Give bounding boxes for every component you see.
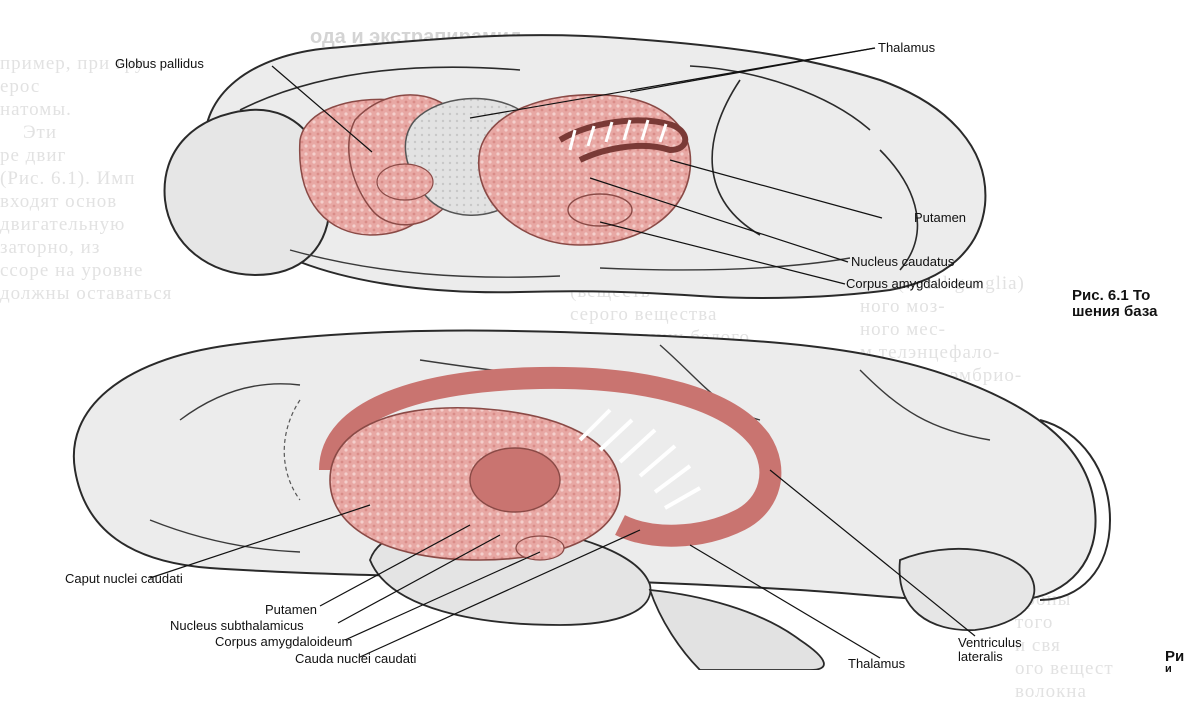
label-putamen-top: Putamen: [914, 211, 966, 225]
bottom-globus-pallidus: [470, 448, 560, 512]
label-thalamus-bottom: Thalamus: [848, 657, 905, 671]
bottom-cerebellum: [900, 549, 1035, 630]
bottom-amygdala: [516, 536, 564, 560]
top-small-nucleus: [377, 164, 433, 200]
label-caput-nuclei-caudati: Caput nuclei caudati: [65, 572, 183, 586]
label-corpus-amygdaloideum-bottom: Corpus amygdaloideum: [215, 635, 352, 649]
label-nucleus-subthalamicus: Nucleus subthalamicus: [170, 619, 304, 633]
label-globus-pallidus: Globus pallidus: [115, 57, 204, 71]
label-cauda-nuclei-caudati: Cauda nuclei caudati: [295, 652, 416, 666]
label-thalamus-top: Thalamus: [878, 41, 935, 55]
figure-page: ода и экстрапирамид пример, при гру ерос…: [0, 0, 1193, 670]
label-lateralis: lateralis: [958, 650, 1003, 664]
label-corpus-amygdaloideum-top: Corpus amygdaloideum: [846, 277, 983, 291]
bottom-brainstem: [650, 590, 824, 670]
label-ventriculus: Ventriculus: [958, 636, 1022, 650]
caption-fig-6-1-line2: шения база: [1072, 303, 1157, 321]
caption-bottom-line2: и: [1165, 660, 1172, 678]
label-putamen-bottom: Putamen: [265, 603, 317, 617]
basal-ganglia-illustration: [0, 0, 1193, 670]
label-nucleus-caudatus: Nucleus caudatus: [851, 255, 954, 269]
top-amygdala: [568, 194, 632, 226]
